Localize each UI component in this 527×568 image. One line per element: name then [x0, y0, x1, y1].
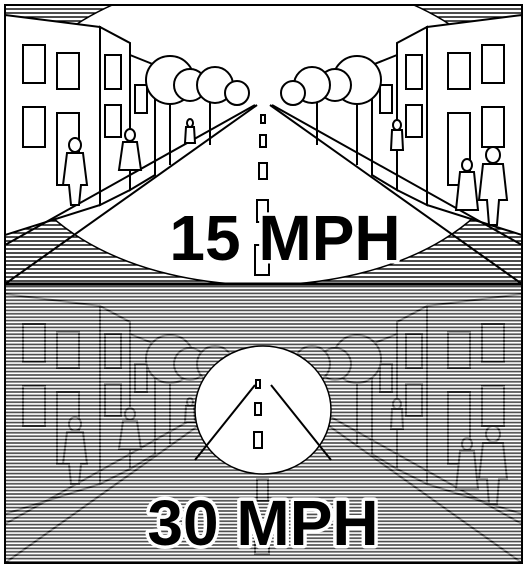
speed-label-15: 15 MPH [169, 202, 400, 274]
panel-15-mph: 15 MPH 15 MPH [5, 0, 522, 285]
panel-30-mph: 30 MPH 30 MPH [5, 284, 522, 563]
speed-label-30: 30 MPH [147, 487, 378, 559]
